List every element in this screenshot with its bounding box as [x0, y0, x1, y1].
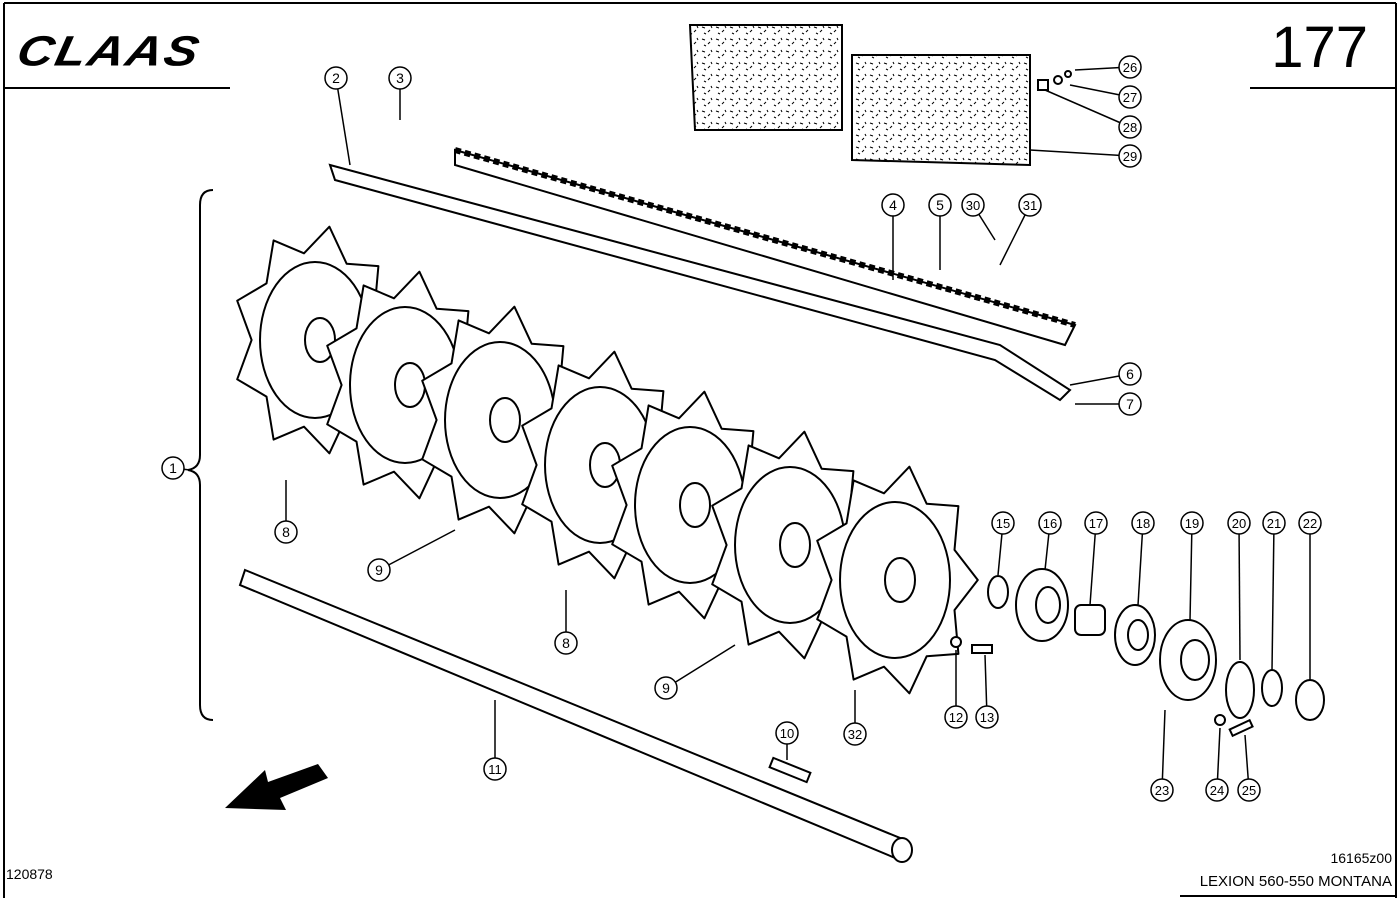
callout-7: 7: [1075, 392, 1142, 416]
callout-1: 1: [161, 456, 191, 480]
callout-label: 4: [889, 197, 897, 213]
callout-label: 18: [1136, 516, 1150, 531]
callout-label: 3: [396, 70, 404, 86]
callout-label: 21: [1267, 516, 1281, 531]
shaft-part: [238, 568, 913, 863]
callout-label: 23: [1155, 783, 1169, 798]
callout-label: 13: [980, 710, 994, 725]
callout-5: 5: [928, 193, 952, 270]
callout-13: 13: [975, 654, 999, 729]
callout-11: 11: [483, 700, 507, 781]
callout-label: 26: [1123, 60, 1137, 75]
callout-29: 29: [1029, 144, 1142, 168]
callout-8: 8: [554, 590, 578, 655]
callout-25: 25: [1237, 734, 1261, 802]
callout-label: 15: [996, 516, 1010, 531]
callout-label: 32: [848, 727, 862, 742]
callout-10: 10: [775, 721, 799, 760]
callout-label: 20: [1232, 516, 1246, 531]
callout-15: 15: [991, 511, 1015, 576]
bearing-parts: [950, 568, 1325, 738]
callout-8: 8: [274, 480, 298, 544]
callout-label: 12: [949, 710, 963, 725]
page-frame: [3, 2, 1397, 898]
callout-20: 20: [1227, 511, 1251, 661]
callout-19: 19: [1180, 511, 1204, 621]
strip-rails: [328, 147, 1077, 402]
callout-label: 7: [1126, 396, 1134, 412]
callout-label: 16: [1043, 516, 1057, 531]
callout-label: 28: [1123, 120, 1137, 135]
direction-arrow: [225, 764, 328, 810]
callout-label: 6: [1126, 366, 1134, 382]
callout-label: 9: [375, 562, 383, 578]
callout-24: 24: [1205, 727, 1229, 802]
callout-16: 16: [1038, 511, 1062, 571]
sprocket-group: [236, 225, 979, 695]
callout-6: 6: [1069, 362, 1142, 386]
callout-9: 9: [367, 529, 456, 582]
callout-26: 26: [1074, 55, 1142, 79]
callout-18: 18: [1131, 511, 1155, 606]
callout-label: 10: [780, 726, 794, 741]
callout-label: 2: [332, 70, 340, 86]
callout-label: 29: [1123, 149, 1137, 164]
callout-30: 30: [961, 193, 996, 241]
callout-27: 27: [1069, 84, 1142, 109]
callout-28: 28: [1044, 89, 1142, 139]
callout-22: 22: [1298, 511, 1322, 680]
callout-label: 1: [169, 460, 177, 476]
callout-label: 30: [966, 198, 980, 213]
callout-label: 31: [1023, 198, 1037, 213]
callout-31: 31: [999, 193, 1042, 266]
model-name: LEXION 560-550 MONTANA: [1199, 873, 1392, 890]
callout-3: 3: [388, 66, 412, 120]
callout-9: 9: [654, 644, 736, 700]
drawing-number: 120878: [6, 866, 53, 882]
callout-label: 25: [1242, 783, 1256, 798]
callout-label: 11: [488, 762, 502, 777]
callout-2: 2: [324, 66, 351, 166]
callout-21: 21: [1262, 511, 1286, 671]
sprocket: [816, 465, 979, 695]
callout-label: 8: [562, 635, 570, 651]
callout-label: 17: [1089, 516, 1103, 531]
callout-23: 23: [1150, 709, 1174, 802]
callout-label: 8: [282, 524, 290, 540]
callout-32: 32: [843, 690, 867, 746]
callout-17: 17: [1084, 511, 1108, 606]
callout-label: 22: [1303, 516, 1317, 531]
wear-plates: [688, 24, 1031, 167]
bolt-part: [1037, 70, 1072, 91]
group-bracket: [187, 189, 214, 721]
callout-label: 9: [662, 680, 670, 696]
callout-label: 24: [1210, 783, 1224, 798]
callout-label: 27: [1123, 90, 1137, 105]
brand-logo: CLAAS: [12, 27, 206, 75]
callout-label: 5: [936, 197, 944, 213]
page-number: 177: [1271, 15, 1368, 80]
callout-12: 12: [944, 650, 968, 729]
reference-code: 16165z00: [1330, 850, 1392, 866]
callout-4: 4: [881, 193, 905, 280]
callout-label: 19: [1185, 516, 1199, 531]
